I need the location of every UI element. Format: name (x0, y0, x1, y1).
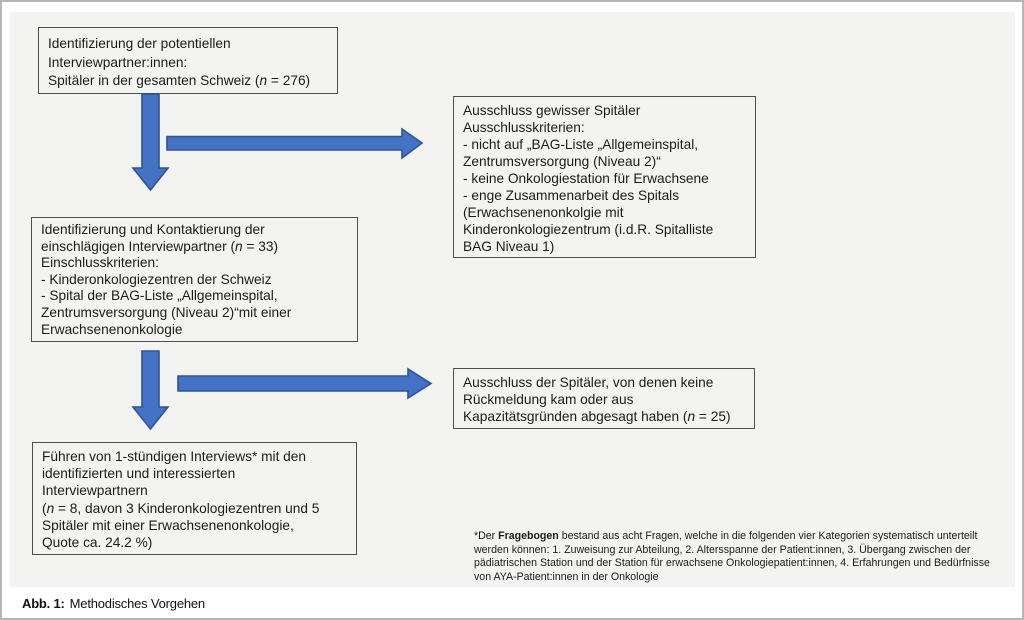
caption-text: Methodisches Vorgehen (69, 596, 205, 611)
flow-box-exclusion-no-response: Ausschluss der Spitäler, von denen keine… (453, 368, 755, 429)
footnote: *Der Fragebogen bestand aus acht Fragen,… (474, 530, 990, 583)
caption-label: Abb. 1: (22, 596, 65, 611)
figure-caption: Abb. 1: Methodisches Vorgehen (22, 596, 205, 611)
flow-box-conduct-interviews: Führen von 1-stündigen Interviews* mit d… (32, 442, 357, 555)
